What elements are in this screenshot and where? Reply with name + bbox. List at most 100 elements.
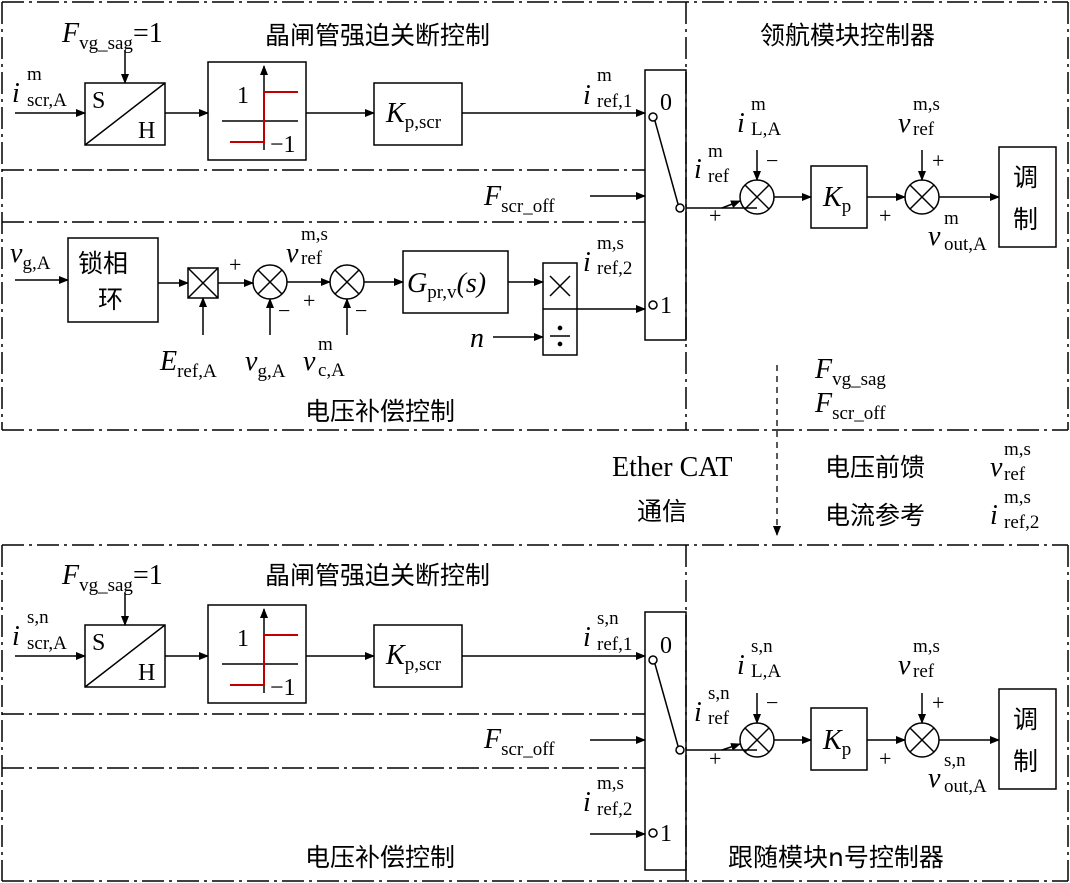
svg-text:ref: ref [1004,464,1026,485]
svg-text:s,n: s,n [597,608,619,629]
svg-text:c,A: c,A [318,360,345,381]
svg-text:Fvg_sag=1: Fvg_sag=1 [61,18,163,54]
svg-text:Fscr_off: Fscr_off [483,724,555,760]
svg-text:ref,1: ref,1 [597,634,632,655]
svg-text:v: v [286,238,299,269]
svg-text:ref: ref [301,248,323,269]
svg-text:Kp: Kp [822,182,851,217]
svg-text:ref,2: ref,2 [597,799,632,820]
svg-text:v: v [898,108,911,139]
svg-text:ref,1: ref,1 [597,91,632,112]
svg-text:m,s: m,s [1004,487,1031,508]
svg-text:i: i [583,787,591,818]
svg-text:电压前馈: 电压前馈 [825,453,925,482]
svg-text:ref,2: ref,2 [597,258,632,279]
sum-junction [329,264,365,300]
svg-text:i: i [583,80,591,111]
svg-text:Fscr_off: Fscr_off [483,181,555,217]
slave-vc-title: 电压补偿控制 [305,843,455,872]
svg-text:m: m [597,65,612,86]
svg-text:scr,A: scr,A [27,90,67,111]
svg-text:s,n: s,n [944,750,966,771]
sum-junction [904,722,940,758]
gpr-label: G [407,268,427,299]
svg-text:环: 环 [98,285,123,314]
svg-text:ref: ref [913,119,935,140]
svg-text:Kp,scr: Kp,scr [385,98,442,133]
svg-text:m,s: m,s [597,233,624,254]
svg-text:i: i [737,108,745,139]
svg-text:v: v [898,650,911,681]
svg-text:v: v [990,452,1003,483]
svg-text:v: v [928,763,941,794]
svg-text:L,A: L,A [751,119,781,140]
svg-text:L,A: L,A [751,661,781,682]
svg-text:m,s: m,s [301,224,328,245]
svg-text:Kp,scr: Kp,scr [385,640,442,675]
svg-text:1: 1 [237,626,249,652]
svg-text:1: 1 [237,83,249,109]
svg-text:ref: ref [708,166,730,187]
kp-label: K [822,182,843,213]
svg-text:S: S [92,630,105,656]
svg-text:S: S [92,88,105,114]
svg-text:1: 1 [660,293,672,319]
svg-text:n: n [470,323,484,354]
svg-text:i: i [694,697,702,728]
svg-text:+: + [879,203,891,228]
svg-text:调: 调 [1013,163,1038,192]
svg-text:i: i [583,622,591,653]
svg-text:+: + [932,690,944,715]
svg-text:+: + [709,203,721,228]
svg-text:Eref,A: Eref,A [159,346,217,382]
switch-block [645,70,686,340]
svg-text:out,A: out,A [944,776,987,797]
svg-text:电流参考: 电流参考 [825,501,925,530]
svg-text:m,s: m,s [1004,439,1031,460]
svg-text:ref,2: ref,2 [1004,512,1039,533]
sum-junction [904,179,940,215]
svg-text:vg,A: vg,A [10,238,51,274]
svg-text:Kp: Kp [822,725,851,760]
sum-junction [739,179,775,215]
svg-text:m: m [318,334,333,355]
slave-controller-title: 跟随模块n号控制器 [728,843,944,872]
svg-text:i: i [12,621,20,652]
svg-text:Fvg_sag=1: Fvg_sag=1 [61,560,163,596]
svg-text:−1: −1 [270,675,296,701]
svg-text:0: 0 [660,90,672,116]
sum-junction [739,722,775,758]
svg-text:i: i [583,247,591,278]
svg-text:v: v [928,221,941,252]
svg-text:m,s: m,s [913,94,940,115]
master-vc-title: 电压补偿控制 [305,397,455,426]
svg-text:i: i [990,500,998,531]
master-controller-title: 领航模块控制器 [760,21,935,50]
svg-text:0: 0 [660,633,672,659]
svg-text:m: m [708,141,723,162]
svg-text:out,A: out,A [944,234,987,255]
svg-text:s,n: s,n [708,683,730,704]
svg-text:+: + [229,252,241,277]
svg-text:H: H [138,118,155,144]
svg-text:m: m [944,208,959,229]
svg-text:m,s: m,s [913,636,940,657]
svg-text:制: 制 [1013,205,1038,234]
sum-junction [252,264,288,300]
svg-text:H: H [138,660,155,686]
master-labels: 晶闸管强迫关断控制 领航模块控制器 电压补偿控制 Fvg_sag=1 i m s… [10,18,1038,426]
svg-text:−: − [278,298,290,323]
svg-text:−1: −1 [270,132,296,158]
svg-text:ref: ref [913,661,935,682]
svg-text:vg,A: vg,A [245,346,286,382]
svg-text:m: m [27,64,42,85]
svg-text:调: 调 [1013,705,1038,734]
svg-text:+: + [932,148,944,173]
svg-text:1: 1 [660,821,672,847]
svg-text:scr,A: scr,A [27,633,67,654]
svg-text:−: − [766,148,778,173]
comm-labels: Fvg_sag Fscr_off Ether CAT 通信 电压前馈 v m,s… [612,354,1039,533]
svg-text:Fvg_sag: Fvg_sag [814,354,886,390]
fvg-sag-label: F [61,18,80,49]
svg-text:s,n: s,n [27,607,49,628]
